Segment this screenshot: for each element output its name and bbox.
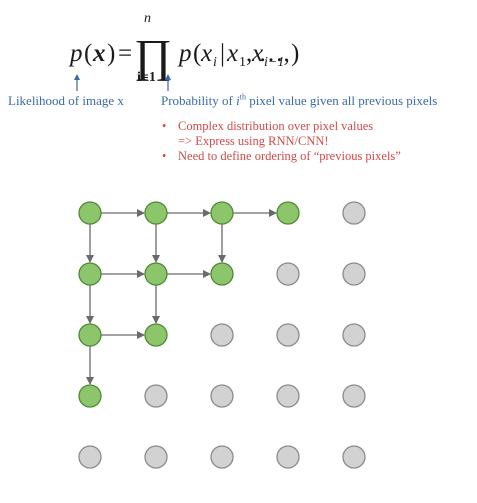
pixel-node-future [342, 445, 366, 469]
eq-lhs-close: ) [107, 40, 115, 67]
note-item: • Complex distribution over pixel values… [160, 119, 401, 149]
eq-rhs-open: ( [193, 40, 201, 67]
eq-product-symbol: ∏ [134, 30, 172, 81]
eq-rhs-1-sub: 1 [239, 55, 246, 70]
arrows-layer [86, 209, 277, 385]
pixel-node-previous [276, 201, 300, 225]
pixel-node-future [342, 323, 366, 347]
pixel-node-future [210, 323, 234, 347]
pixel-node-previous [210, 262, 234, 286]
pixel-node-future [276, 262, 300, 286]
pixel-node-previous [144, 201, 168, 225]
pixel-node-future [144, 445, 168, 469]
pixel-node-future [276, 384, 300, 408]
eq-product-upper: n [144, 11, 151, 26]
eq-lhs-x: x [92, 40, 106, 67]
pixel-node-future [342, 262, 366, 286]
bullet-icon: • [162, 149, 167, 163]
eq-lhs-open: ( [84, 40, 92, 67]
bullet-icon: • [162, 119, 167, 133]
eq-rhs-im1-sub: i−1 [264, 55, 284, 70]
eq-rhs-i-sub: i [213, 55, 217, 70]
probability-label-i: i [236, 93, 240, 108]
eq-equals: = [118, 40, 132, 67]
pixel-node-future [78, 445, 102, 469]
pixel-node-future [210, 445, 234, 469]
pixel-node-future [342, 384, 366, 408]
note-line: => Express using RNN/CNN! [178, 134, 329, 148]
pixel-node-future [276, 445, 300, 469]
likelihood-equation: p ( x ) = ∏ n i=1 p ( x i | x 1 , …, x i… [68, 11, 299, 91]
likelihood-label: Likelihood of image x [8, 93, 124, 108]
eq-rhs-close: ) [291, 40, 299, 67]
eq-rhs-xi: x [200, 40, 212, 67]
notes-list: • Complex distribution over pixel values… [160, 119, 401, 164]
likelihood-pointer-arrowhead [74, 74, 80, 80]
eq-rhs-xim1: x [251, 40, 263, 67]
nodes-layer [78, 201, 366, 469]
eq-lhs-p: p [68, 40, 83, 67]
eq-rhs-x1: x [226, 40, 238, 67]
pixel-node-previous [210, 201, 234, 225]
eq-rhs-bar: | [220, 40, 225, 67]
pixel-node-previous [78, 262, 102, 286]
probability-label-post: pixel value given all previous pixels [245, 93, 438, 108]
probability-label-sup: th [239, 92, 246, 102]
probability-label-pre: Probability of [161, 93, 237, 108]
pixel-node-previous [78, 384, 102, 408]
eq-product-lower: i=1 [137, 70, 156, 85]
pixel-node-future [210, 384, 234, 408]
pixel-node-previous [144, 262, 168, 286]
pixel-node-previous [78, 323, 102, 347]
pixel-node-previous [78, 201, 102, 225]
probability-pointer-arrowhead [165, 74, 171, 80]
pixel-node-future [342, 201, 366, 225]
pixel-node-future [276, 323, 300, 347]
eq-rhs-p: p [177, 40, 192, 67]
note-line: Need to define ordering of “previous pix… [178, 149, 401, 163]
note-line: Complex distribution over pixel values [178, 119, 374, 133]
note-item: • Need to define ordering of “previous p… [160, 149, 401, 164]
eq-rhs-ellipsis: , …, [246, 40, 290, 67]
pixel-node-previous [144, 323, 168, 347]
probability-label: Probability of ith pixel value given all… [161, 93, 437, 109]
pixel-node-future [144, 384, 168, 408]
